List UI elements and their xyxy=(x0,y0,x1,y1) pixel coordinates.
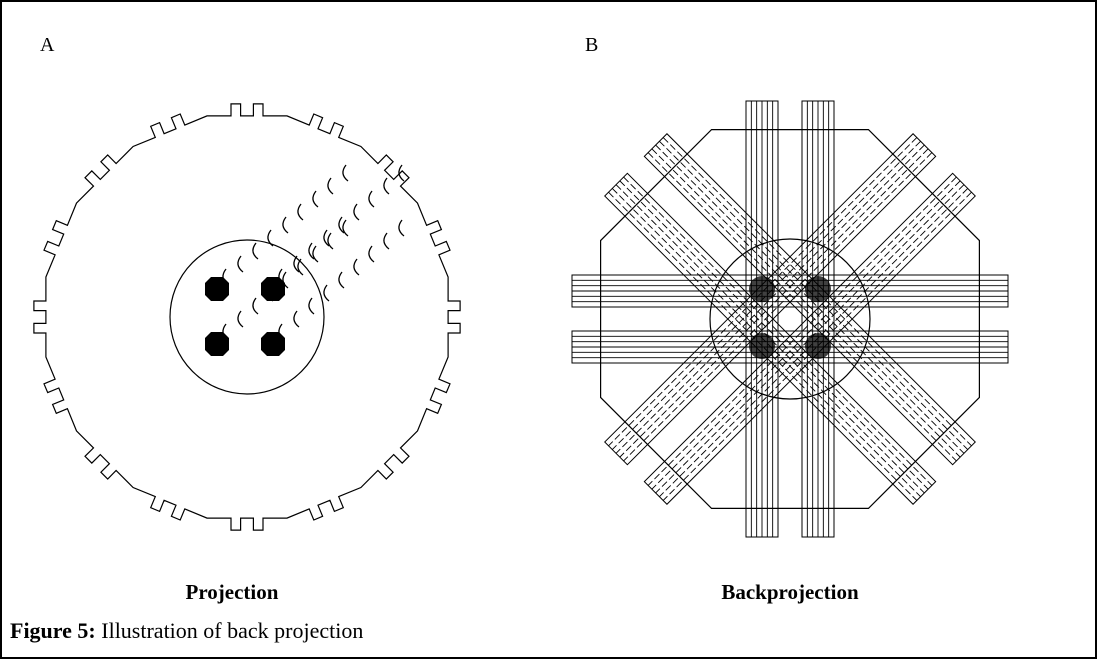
object-outline-b xyxy=(600,129,980,509)
ray-arc xyxy=(338,216,345,234)
band-line xyxy=(611,140,921,450)
ray-arc xyxy=(308,297,315,315)
ray-arc xyxy=(297,203,304,221)
band-line xyxy=(655,184,965,494)
ray-arc xyxy=(338,271,345,289)
band-line xyxy=(608,191,918,501)
ray-arc xyxy=(323,229,330,247)
band-line xyxy=(615,144,925,454)
point-source-a xyxy=(261,277,285,301)
backprojection-band xyxy=(643,172,976,505)
point-source-a xyxy=(205,277,229,301)
ray-arc xyxy=(327,232,334,250)
band-line xyxy=(619,148,929,458)
band-line xyxy=(608,137,918,447)
backprojection-band xyxy=(801,100,835,538)
figure-caption: Figure 5: Illustration of back projectio… xyxy=(10,618,363,644)
ray-arc xyxy=(293,310,300,328)
inner-circle-a xyxy=(169,239,325,395)
ray-arc xyxy=(323,284,330,302)
point-source-a xyxy=(261,332,285,356)
ray-arc xyxy=(342,219,349,237)
ray-arc xyxy=(383,177,390,195)
backprojection-band xyxy=(643,133,976,466)
projection-ray-a xyxy=(222,219,349,341)
band-line xyxy=(623,176,933,486)
inner-circle-b xyxy=(709,238,871,400)
ray-arc xyxy=(282,216,289,234)
reconstructed-point-b xyxy=(805,333,831,359)
ray-arc xyxy=(282,271,289,289)
band-line xyxy=(651,180,961,490)
band-line xyxy=(655,144,965,454)
ray-arc xyxy=(252,242,259,260)
panel-b-backprojection xyxy=(571,100,1009,538)
band-line xyxy=(651,148,961,458)
ray-arc xyxy=(312,190,319,208)
ray-arc xyxy=(398,164,405,182)
ray-arc xyxy=(267,229,274,247)
ray-arc xyxy=(308,242,315,260)
ray-arc xyxy=(293,255,300,273)
figure-label: Figure 5: xyxy=(10,618,96,643)
ray-arc xyxy=(353,258,360,276)
ray-arc xyxy=(312,245,319,263)
band-line xyxy=(623,152,933,462)
ray-arc xyxy=(398,219,405,237)
band-line xyxy=(662,137,972,447)
ray-arc xyxy=(237,255,244,273)
projection-ray-a xyxy=(278,219,405,341)
ray-arc xyxy=(342,164,349,182)
figure-text: Illustration of back projection xyxy=(95,618,364,643)
backprojection-band xyxy=(604,133,937,466)
ray-arc xyxy=(252,297,259,315)
band-line xyxy=(615,184,925,494)
ray-arc xyxy=(237,310,244,328)
band-line xyxy=(647,176,957,486)
projection-caption: Projection xyxy=(185,580,279,604)
band-line xyxy=(619,180,929,490)
band-line xyxy=(659,188,969,498)
ray-arc xyxy=(368,190,375,208)
ray-arc xyxy=(297,258,304,276)
ray-arc xyxy=(383,232,390,250)
projection-ray-a xyxy=(222,164,349,286)
panel-a-letter: A xyxy=(40,34,55,56)
band-line xyxy=(659,140,969,450)
band-line xyxy=(647,152,957,462)
reconstructed-point-b xyxy=(749,276,775,302)
ray-arc xyxy=(368,245,375,263)
band-line xyxy=(611,188,921,498)
ray-arc xyxy=(353,203,360,221)
ray-arc xyxy=(327,177,334,195)
band-line xyxy=(662,191,972,501)
panel-b-letter: B xyxy=(585,34,599,56)
projection-ray-a xyxy=(278,164,405,286)
point-source-a xyxy=(205,332,229,356)
reconstructed-point-b xyxy=(805,276,831,302)
backprojection-caption: Backprojection xyxy=(721,580,859,604)
reconstructed-point-b xyxy=(749,333,775,359)
panel-a-projection xyxy=(33,103,461,531)
object-outline-a xyxy=(33,103,461,531)
